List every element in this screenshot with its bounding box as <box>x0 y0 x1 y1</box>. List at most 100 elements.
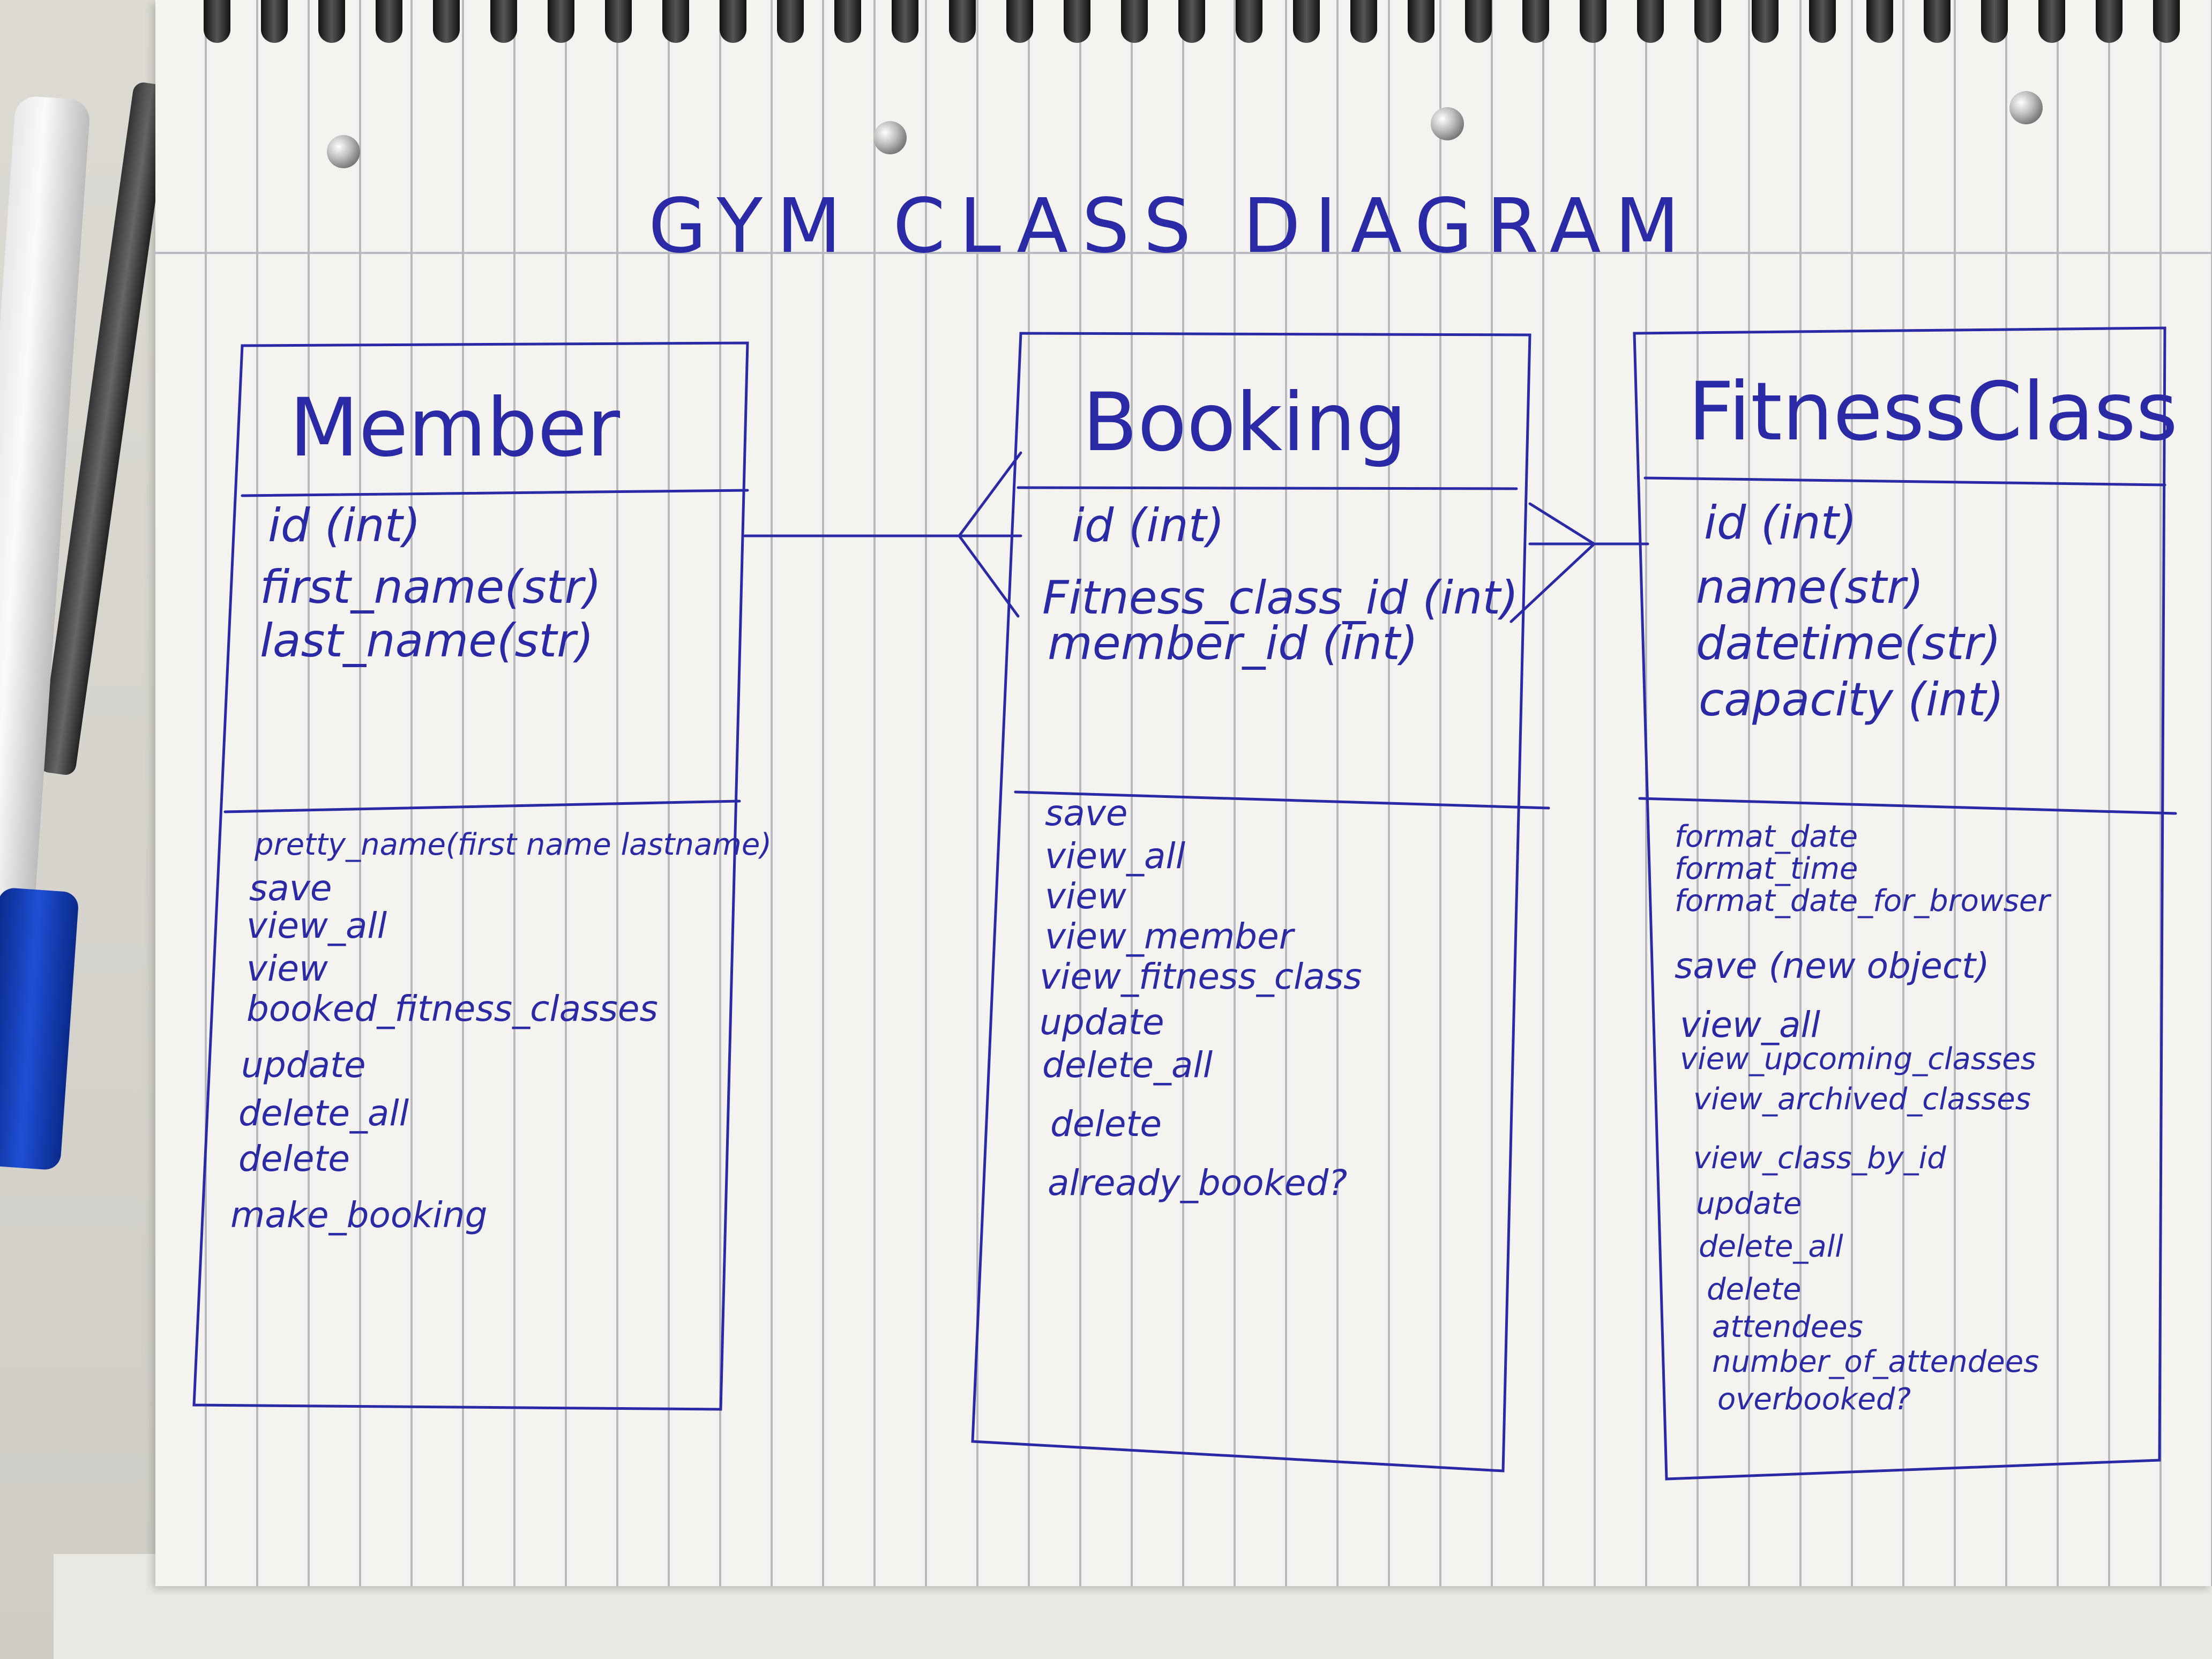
spiral-coil <box>1752 0 1778 43</box>
method: view_member <box>1045 916 1296 957</box>
spiral-coil <box>1178 0 1205 43</box>
attribute: capacity (int) <box>1699 673 2004 727</box>
diagram-title: GYM CLASS DIAGRAM <box>648 183 1693 270</box>
method: attendees <box>1712 1310 1863 1344</box>
class-name: Booking <box>1082 376 1407 469</box>
class-name: Member <box>289 382 620 475</box>
crows-foot-prong <box>958 534 1020 618</box>
attribute: name(str) <box>1696 561 1924 614</box>
method: format_time <box>1675 851 1858 886</box>
punch-hole <box>327 135 360 168</box>
spiral-coil <box>490 0 517 43</box>
method: view <box>246 948 328 989</box>
punch-hole <box>2009 91 2043 124</box>
attribute: first_name(str) <box>260 561 601 614</box>
notebook-page <box>155 0 2212 1586</box>
spiral-coil <box>204 0 230 43</box>
method: save <box>1045 793 1128 834</box>
method: format_date <box>1675 819 1858 854</box>
method: booked_fitness_classes <box>246 988 658 1029</box>
spiral-coil <box>605 0 632 43</box>
spiral-coil <box>1981 0 2008 43</box>
spiral-coil <box>1809 0 1836 43</box>
attribute: id (int) <box>1704 496 1857 550</box>
method: delete_all <box>1042 1044 1213 1086</box>
spiral-coil <box>1293 0 1320 43</box>
attribute: datetime(str) <box>1696 617 2001 670</box>
spiral-coil <box>1866 0 1893 43</box>
method: make_booking <box>230 1194 488 1236</box>
attribute: id (int) <box>1072 499 1224 552</box>
spiral-coil <box>1006 0 1033 43</box>
margin-line <box>155 252 2212 254</box>
class-box <box>971 332 1531 1473</box>
spiral-coil <box>834 0 861 43</box>
method: number_of_attendees <box>1712 1344 2039 1379</box>
spiral-coil <box>1694 0 1721 43</box>
method: view_upcoming_classes <box>1680 1042 2036 1077</box>
spiral-coil <box>892 0 918 43</box>
method: view_fitness_class <box>1040 956 1362 997</box>
relationship-fitnessclass-booking <box>1509 502 1649 623</box>
method: overbooked? <box>1717 1382 1911 1417</box>
crows-foot-prong <box>958 451 1022 537</box>
crows-foot-prong <box>1528 502 1596 545</box>
class-box <box>1633 326 2166 1481</box>
method: already_booked? <box>1048 1162 1347 1204</box>
punch-hole <box>1431 107 1464 140</box>
spiral-coil <box>318 0 345 43</box>
spiral-coil <box>1580 0 1606 43</box>
method: save (new object) <box>1675 945 1990 987</box>
spiral-coil <box>2096 0 2123 43</box>
method: update <box>1040 1002 1164 1043</box>
name-divider <box>241 489 749 497</box>
method: view <box>1045 876 1127 917</box>
attribute: member_id (int) <box>1048 617 1418 670</box>
relationship-member-booking <box>743 451 1022 618</box>
class-booking: Booking id (int) Fitness_class_id (int) … <box>971 332 1550 1473</box>
method: view_class_by_id <box>1693 1141 1946 1176</box>
spiral-coil <box>376 0 402 43</box>
spiral-coil <box>1121 0 1148 43</box>
method: format_date_for_browser <box>1675 884 2051 918</box>
spiral-coil <box>2153 0 2180 43</box>
method: view_archived_classes <box>1693 1082 2031 1117</box>
name-divider <box>1017 486 1518 490</box>
attribute-divider <box>1014 790 1550 810</box>
spiral-coil <box>1637 0 1664 43</box>
method: update <box>1696 1186 1802 1221</box>
class-fitnessclass: FitnessClass id (int) name(str) datetime… <box>1633 326 2178 1481</box>
method: view_all <box>246 905 387 946</box>
spiral-coil <box>1236 0 1262 43</box>
class-name: FitnessClass <box>1688 365 2178 459</box>
attribute: last_name(str) <box>260 614 594 668</box>
method: delete_all <box>238 1093 409 1134</box>
spiral-coil <box>720 0 746 43</box>
spiral-coil <box>1522 0 1549 43</box>
method: view_all <box>1045 835 1186 877</box>
spiral-coil <box>1465 0 1492 43</box>
spiral-coil <box>548 0 574 43</box>
attribute-divider <box>1638 797 2177 815</box>
class-member: Member id (int) first_name(str) last_nam… <box>192 341 772 1411</box>
method: delete_all <box>1699 1229 1843 1264</box>
attribute: Fitness_class_id (int) <box>1042 571 1519 625</box>
method: update <box>241 1044 366 1086</box>
spiral-coil <box>1064 0 1090 43</box>
attribute: id (int) <box>268 499 421 552</box>
spiral-coil <box>2038 0 2065 43</box>
method: delete <box>1707 1272 1801 1307</box>
method: view_all <box>1680 1004 1821 1045</box>
method: save <box>249 868 332 909</box>
attribute-divider <box>223 799 741 813</box>
name-divider <box>1643 476 2166 487</box>
spiral-coil <box>1408 0 1434 43</box>
spiral-coil <box>261 0 288 43</box>
spiral-coil <box>433 0 460 43</box>
method: pretty_name(first name lastname) <box>254 827 772 862</box>
punch-hole <box>873 121 907 154</box>
method: delete <box>238 1138 350 1179</box>
spiral-coil <box>949 0 976 43</box>
method: delete <box>1050 1103 1162 1145</box>
